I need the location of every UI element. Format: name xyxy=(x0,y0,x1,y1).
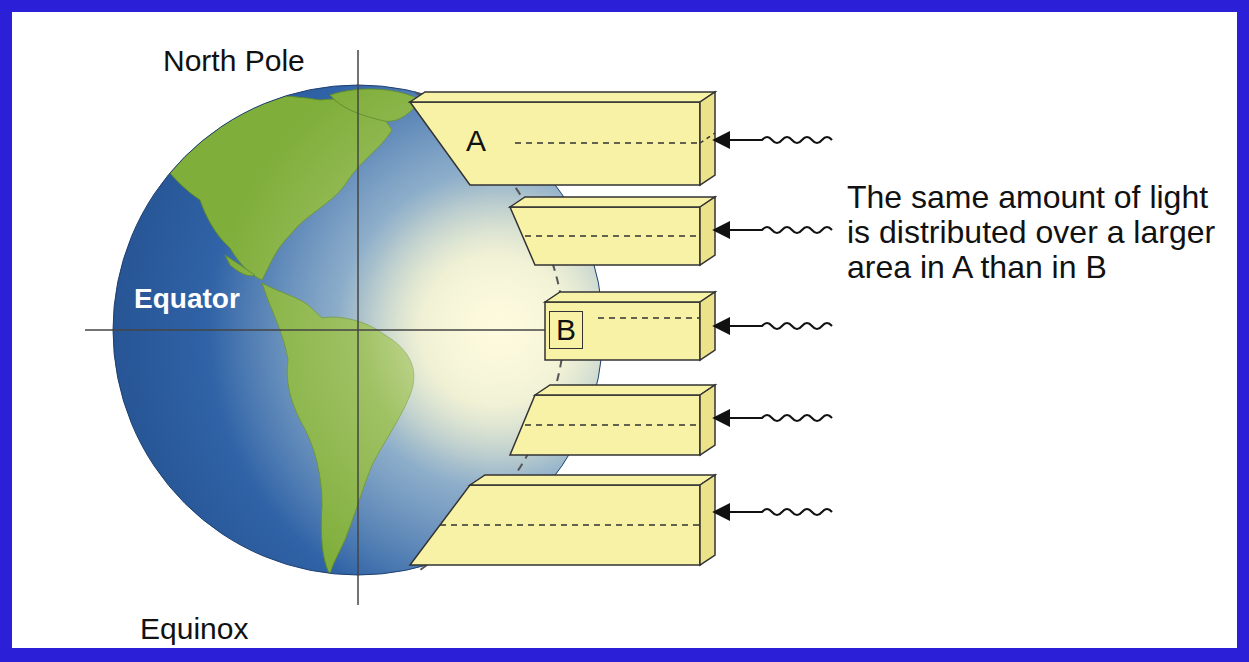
pole-label: North Pole xyxy=(163,44,305,77)
equator-label: Equator xyxy=(134,284,240,315)
region-letter: B xyxy=(549,311,583,349)
region-letter: A xyxy=(466,124,486,157)
explanation-note: The same amount of light is distributed … xyxy=(847,180,1235,286)
season-label: Equinox xyxy=(140,612,248,645)
